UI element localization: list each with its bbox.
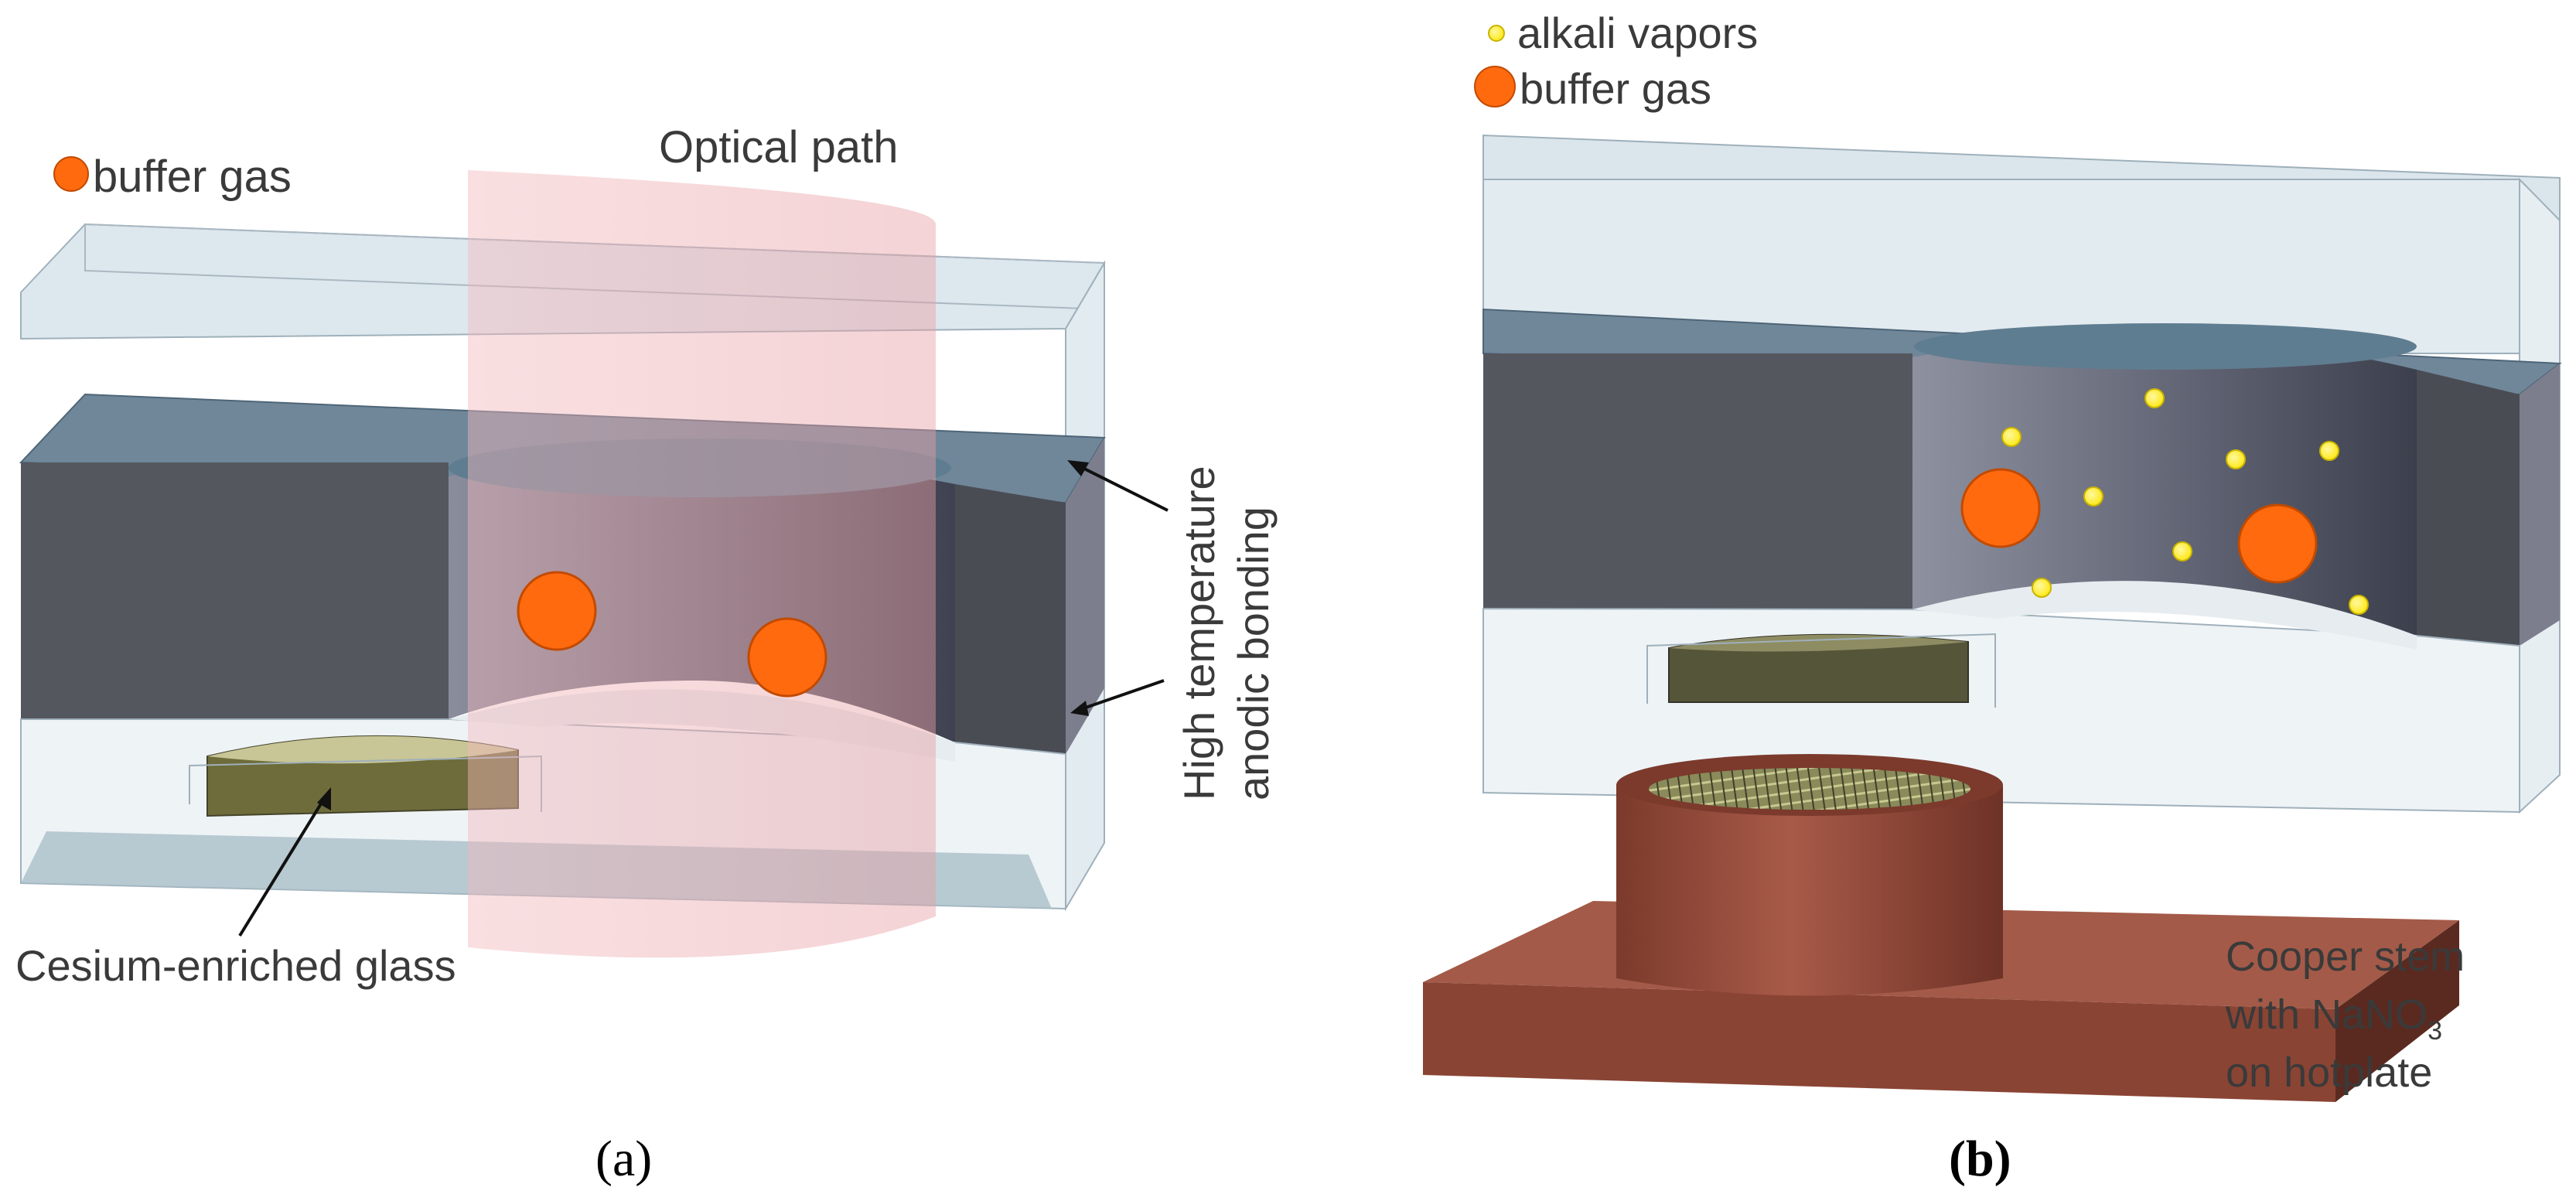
buffer-gas-legend-icon: [1474, 66, 1516, 107]
alkali-particle: [2172, 541, 2192, 561]
cesium-glass-label: Cesium-enriched glass: [15, 941, 456, 990]
stem-label-subscript: 3: [2428, 1016, 2442, 1046]
alkali-particle: [2226, 449, 2246, 469]
stem-label-prefix: with NaNO: [2225, 991, 2428, 1038]
alkali-particle: [2349, 595, 2369, 615]
stem-label-line1: Cooper stem: [2226, 933, 2465, 980]
silicon-wafer-right: [955, 484, 1066, 754]
alkali-particle: [2032, 578, 2052, 598]
panel-b: alkali vapors buffer gas Cooper stem wit…: [1423, 9, 2562, 1187]
silicon-wafer-left: [21, 462, 449, 719]
bonding-arrow-top: [1074, 462, 1169, 512]
alkali-legend-icon: [1488, 25, 1505, 42]
buffer-gas-particle: [747, 617, 827, 698]
buffer-gas-legend-icon: [53, 156, 89, 192]
silicon-wafer-right: [2417, 370, 2520, 646]
buffer-gas-legend-label: buffer gas: [1520, 64, 1711, 113]
buffer-gas-legend-label: buffer gas: [93, 152, 292, 202]
caption-a: (a): [595, 1131, 652, 1187]
stem-label-line3: on hotplate: [2226, 1049, 2432, 1096]
stem-label-line2: with NaNO3: [2225, 991, 2442, 1046]
panel-a: buffer gas Optical path High temperature…: [15, 122, 1278, 1187]
buffer-gas-particle: [517, 571, 597, 651]
bonding-label-line1: High temperature: [1175, 466, 1223, 800]
hotplate-front: [1423, 982, 2335, 1102]
buffer-gas-particle: [1960, 468, 2041, 548]
copper-stem: [1616, 785, 2003, 996]
alkali-particle: [2144, 388, 2165, 408]
optical-path-label: Optical path: [659, 122, 899, 172]
nano3-mesh: [1649, 768, 1970, 810]
buffer-gas-particle: [2237, 503, 2318, 584]
alkali-particle: [2319, 441, 2339, 461]
cesium-arrow: [238, 793, 328, 937]
bonding-label-line2: anodic bonding: [1229, 507, 1278, 800]
alkali-particle: [2083, 486, 2103, 507]
silicon-wafer-left: [1483, 353, 1912, 609]
optical-path-beam: [468, 170, 936, 958]
caption-b: (b): [1949, 1131, 2011, 1187]
alkali-legend-label: alkali vapors: [1517, 9, 1758, 57]
alkali-particle: [2001, 427, 2022, 447]
hotplate-side: [2335, 920, 2459, 1102]
bonding-arrow-bottom: [1078, 679, 1165, 711]
